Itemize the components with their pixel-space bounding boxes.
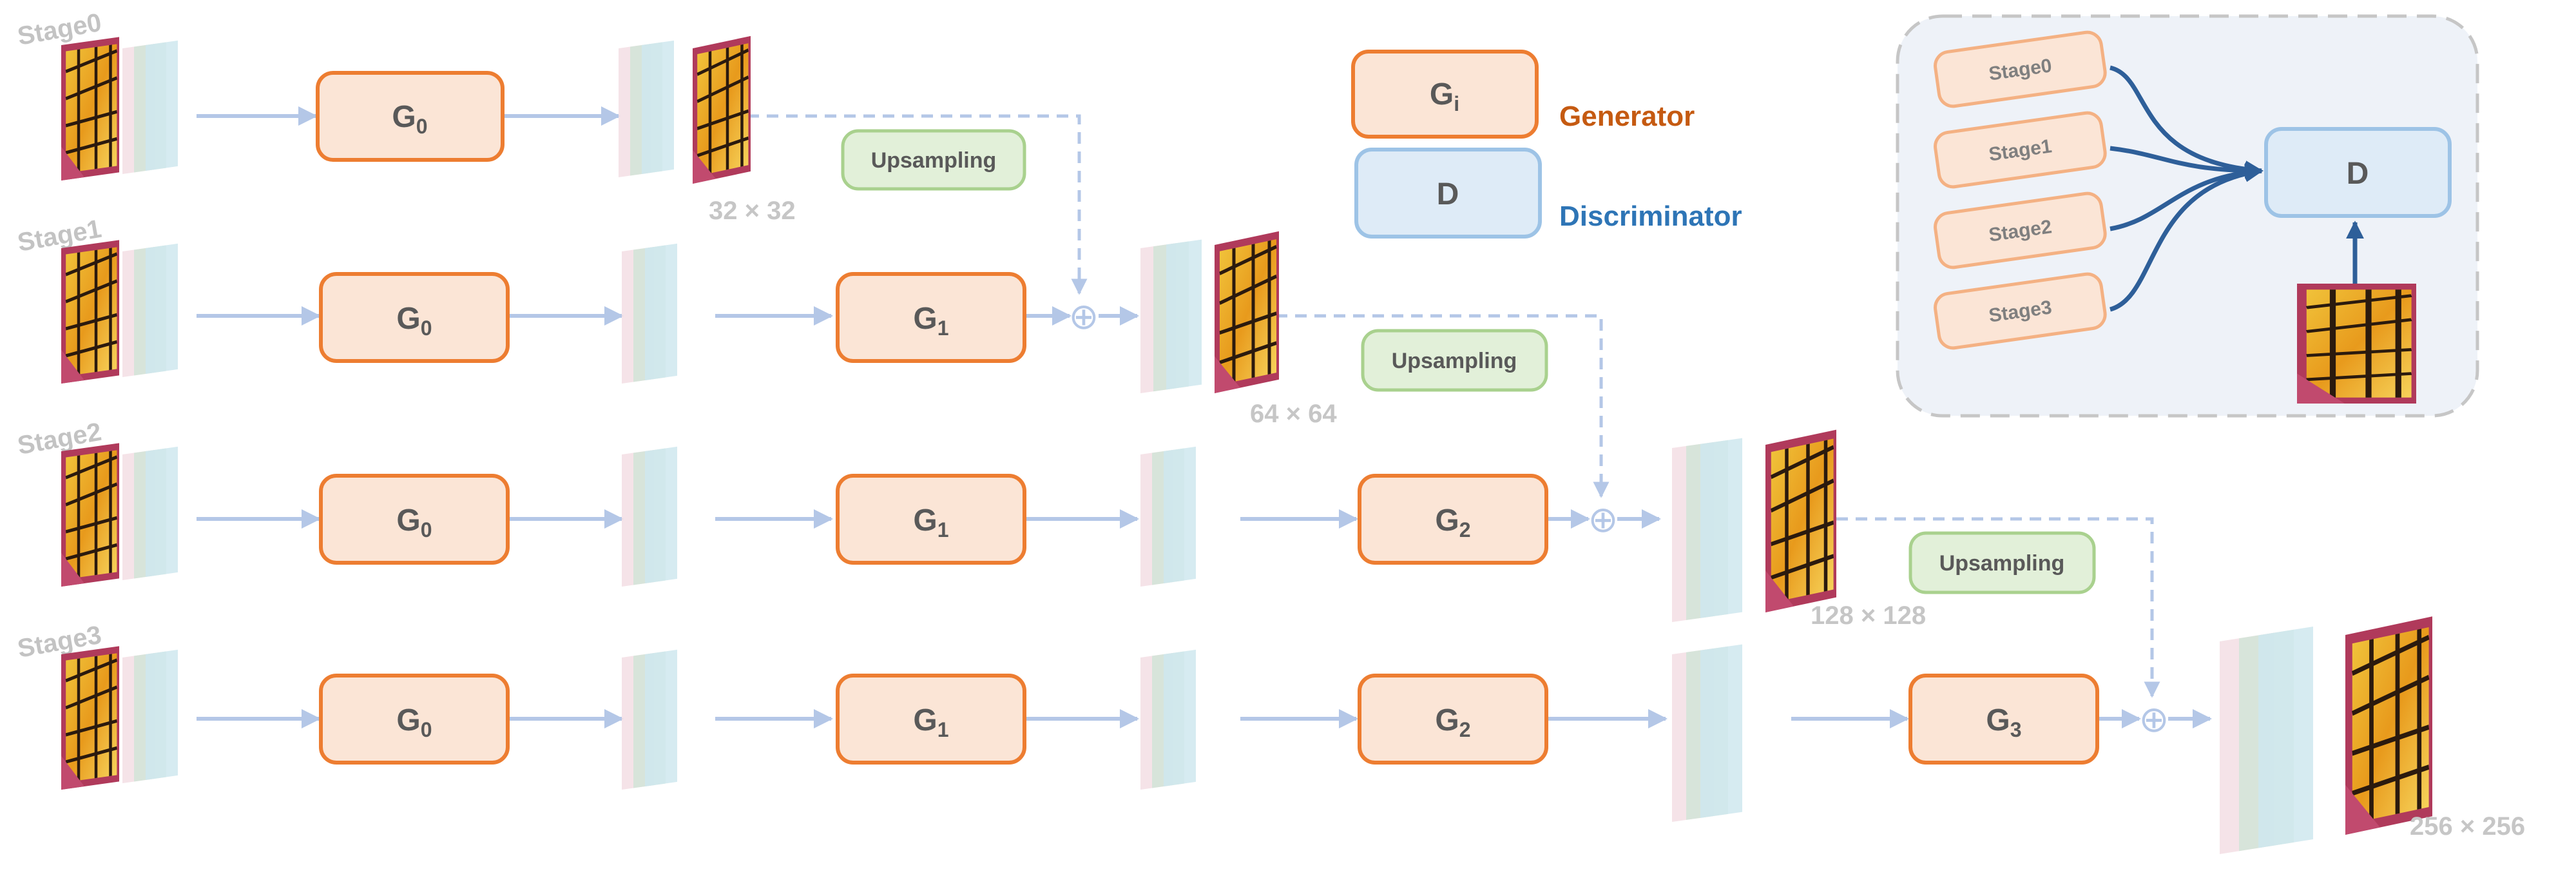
input-image-stage3 xyxy=(61,646,119,790)
svg-text:Gi: Gi xyxy=(1430,77,1459,115)
feature-stack-input-1 xyxy=(122,243,178,377)
legend-discriminator-box: D xyxy=(1354,148,1542,239)
feature-stack-input-2 xyxy=(122,446,178,580)
svg-text:Upsampling: Upsampling xyxy=(871,148,997,173)
generator-g1-stage2: G1 xyxy=(836,474,1026,565)
output-image-128 xyxy=(1765,430,1836,612)
svg-text:G0: G0 xyxy=(392,100,427,138)
svg-text:G0: G0 xyxy=(396,302,432,340)
svg-text:D: D xyxy=(1437,177,1459,211)
generator-g1-stage1: G1 xyxy=(836,272,1026,363)
size-label-64: 64 × 64 xyxy=(1250,400,1337,428)
input-image-stage2 xyxy=(61,443,119,587)
feature-stack-row3-a xyxy=(622,649,677,790)
input-image-stage1 xyxy=(61,240,119,384)
generator-g2-stage3: G2 xyxy=(1358,674,1548,765)
feature-stack-row2-a xyxy=(622,446,677,587)
generator-g0-stage2: G0 xyxy=(319,474,510,565)
svg-text:G1: G1 xyxy=(913,302,948,340)
flow-arrows xyxy=(197,106,2212,728)
input-image-stage0 xyxy=(61,37,119,180)
feature-stack-row2-b xyxy=(1140,446,1196,587)
generator-g3-stage3: G3 xyxy=(1908,674,2099,765)
legend-generator-label: Generator xyxy=(1559,101,1695,132)
feature-stack-row1-mid xyxy=(622,243,677,384)
feature-stack-row0-out xyxy=(619,40,674,177)
svg-text:G0: G0 xyxy=(396,503,432,541)
size-label-128: 128 × 128 xyxy=(1811,601,1926,630)
inset-stage-1: Stage1 xyxy=(1934,111,2107,189)
feature-stack-row2-out xyxy=(1672,438,1742,622)
output-image-64 xyxy=(1215,231,1279,393)
feature-stack-row1-out xyxy=(1140,239,1202,393)
output-image-256 xyxy=(2345,616,2432,835)
output-image-32 xyxy=(693,36,751,184)
svg-text:G3: G3 xyxy=(1986,703,2021,741)
feature-stack-row3-out xyxy=(2220,627,2313,854)
svg-text:G1: G1 xyxy=(913,503,948,541)
generator-g2-stage2: G2 xyxy=(1358,474,1548,565)
inset-discriminator-box: D xyxy=(2264,127,2452,218)
generator-g0-stage0: G0 xyxy=(316,71,505,162)
inset-arrows xyxy=(2109,65,2364,312)
svg-text:G2: G2 xyxy=(1435,503,1470,541)
svg-text:G2: G2 xyxy=(1435,703,1470,741)
feature-stack-input-0 xyxy=(122,40,178,174)
generator-g0-stage1: G0 xyxy=(319,272,510,363)
upsampling-box-3: Upsampling xyxy=(1908,531,2096,594)
svg-text:G0: G0 xyxy=(396,703,432,741)
generator-g0-stage3: G0 xyxy=(319,674,510,765)
inset-real-image xyxy=(2297,284,2416,404)
feature-stack-row3-c xyxy=(1672,644,1742,822)
merge-symbol-2: ⊕ xyxy=(1588,499,1619,540)
svg-text:Upsampling: Upsampling xyxy=(1939,551,2065,576)
svg-text:G1: G1 xyxy=(913,703,948,741)
generator-g1-stage3: G1 xyxy=(836,674,1026,765)
svg-text:D: D xyxy=(2347,157,2369,191)
merge-symbol-1: ⊕ xyxy=(1069,296,1099,336)
inset-stage-0: Stage0 xyxy=(1934,30,2107,108)
merge-symbol-3: ⊕ xyxy=(2139,699,2169,739)
upsampling-box-2: Upsampling xyxy=(1361,329,1548,392)
upsampling-connectors xyxy=(747,114,2160,698)
legend-discriminator-label: Discriminator xyxy=(1559,200,1742,232)
size-label-256: 256 × 256 xyxy=(2410,812,2525,841)
size-label-32: 32 × 32 xyxy=(709,197,796,225)
legend-generator-box: Gi xyxy=(1351,50,1539,139)
upsampling-box-1: Upsampling xyxy=(841,129,1026,191)
inset-stage-2: Stage2 xyxy=(1934,191,2107,269)
feature-stack-input-3 xyxy=(122,649,178,783)
svg-text:Upsampling: Upsampling xyxy=(1392,349,1517,373)
feature-stack-row3-b xyxy=(1140,649,1196,790)
discriminator-inset: Stage0 Stage1 Stage2 Stage3 D xyxy=(1896,14,2479,418)
inset-stage-3: Stage3 xyxy=(1934,272,2107,350)
